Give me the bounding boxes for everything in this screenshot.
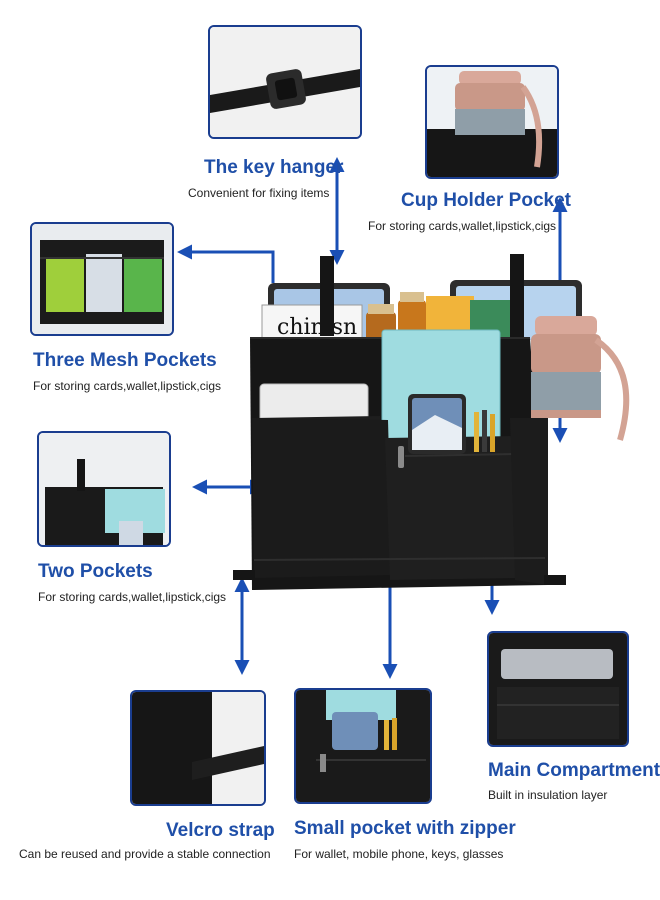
- velcro-strap-title: Velcro strap: [166, 820, 275, 841]
- velcro-strap-right: [544, 575, 566, 585]
- velcro-strap-left: [233, 570, 255, 580]
- two-pockets-desc: For storing cards,wallet,lipstick,cigs: [38, 590, 227, 604]
- three-mesh-title: Three Mesh Pockets: [33, 350, 217, 371]
- main-compartment-desc: Built in insulation layer: [488, 788, 608, 802]
- inset-cup-holder: [425, 65, 559, 179]
- inset-three-mesh: [30, 222, 174, 336]
- three-mesh-desc: For storing cards,wallet,lipstick,cigs: [33, 379, 222, 393]
- key-hanger-desc: Convenient for fixing items: [188, 186, 330, 200]
- small-pocket-desc: For wallet, mobile phone, keys, glasses: [294, 847, 504, 861]
- two-pockets-title: Two Pockets: [38, 561, 153, 582]
- arrow-three-mesh: [177, 244, 275, 283]
- velcro-strap-desc: Can be reused and provide a stable conne…: [19, 847, 271, 861]
- tumbler: [531, 316, 630, 441]
- inset-two-pockets: [37, 431, 171, 547]
- key-hanger-strap: [320, 256, 334, 336]
- cup-strap: [510, 254, 524, 338]
- inset-small-pocket: [294, 688, 432, 804]
- bag-body: [250, 329, 548, 590]
- inset-velcro-strap: [130, 690, 266, 806]
- cup-holder-desc: For storing cards,wallet,lipstick,cigs: [368, 219, 557, 233]
- key-hanger-title: The key hanger: [204, 157, 344, 178]
- cup-holder-title: Cup Holder Pocket: [401, 190, 571, 211]
- small-pocket-title: Small pocket with zipper: [294, 818, 516, 839]
- inset-main-compartment: [487, 631, 629, 747]
- main-compartment-title: Main Compartment: [488, 760, 660, 781]
- inset-key-hanger: [208, 25, 362, 139]
- book-text: chinisn: [277, 315, 357, 340]
